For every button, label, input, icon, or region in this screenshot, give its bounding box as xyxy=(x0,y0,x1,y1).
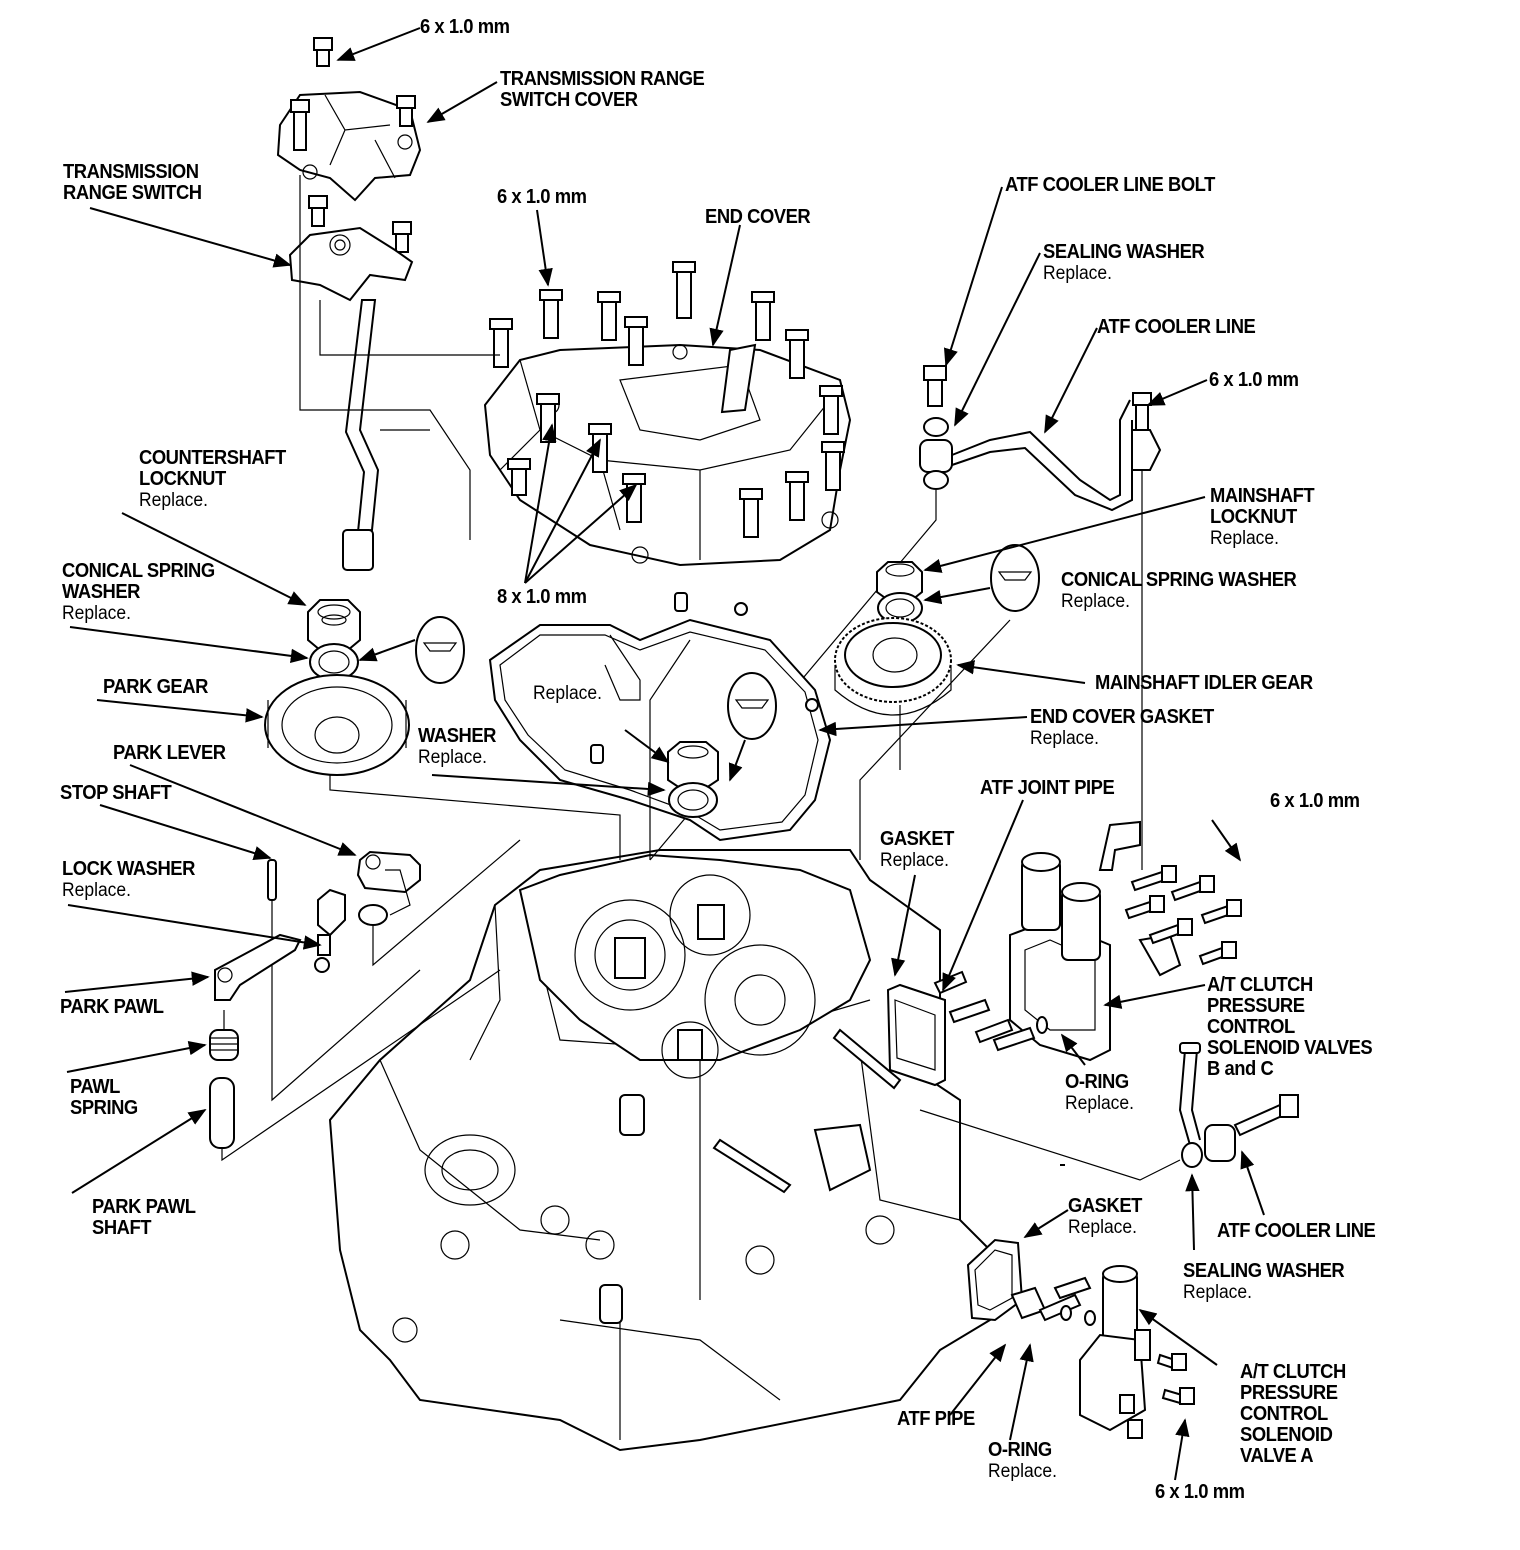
bolt-icon xyxy=(308,195,328,227)
conical-washer-detail-icon xyxy=(990,544,1040,612)
label-range-switch-cover: TRANSMISSION RANGE SWITCH COVER xyxy=(500,68,705,111)
bolt-icon xyxy=(313,37,333,67)
label-park-gear: PARK GEAR xyxy=(103,676,208,698)
bolt-icon xyxy=(624,316,648,366)
label-bolt-end-cover: 6 x 1.0 mm xyxy=(497,186,587,208)
label-washer: WASHER Replace. xyxy=(418,725,497,769)
park-mechanism xyxy=(209,839,521,1162)
bolt-icon xyxy=(923,365,947,407)
label-countershaft-locknut: COUNTERSHAFT LOCKNUT Replace. xyxy=(139,447,286,512)
label-range-switch: TRANSMISSION RANGE SWITCH xyxy=(63,161,202,204)
bolt-icon xyxy=(672,261,696,319)
bolt-icon xyxy=(539,289,563,339)
label-sealing-washer-top: SEALING WASHER Replace. xyxy=(1043,241,1205,285)
label-solenoid-bc: A/T CLUTCH PRESSURE CONTROL SOLENOID VAL… xyxy=(1207,974,1373,1080)
bolt-icon xyxy=(392,221,412,253)
label-atf-pipe: ATF PIPE xyxy=(897,1408,975,1430)
bolt-icon xyxy=(1198,941,1237,966)
bolt-icon xyxy=(507,458,531,496)
end-cover-gasket xyxy=(488,592,832,860)
label-conical-spring-washer-right: CONICAL SPRING WASHER Replace. xyxy=(1061,569,1297,613)
solenoid-bc-assembly xyxy=(886,820,1242,1087)
solenoid-icon xyxy=(1102,1265,1138,1343)
label-stop-shaft: STOP SHAFT xyxy=(60,782,172,804)
label-park-pawl-shaft: PARK PAWL SHAFT xyxy=(92,1196,196,1239)
bolt-icon xyxy=(1200,899,1242,925)
label-o-ring-lower: O-RING Replace. xyxy=(988,1439,1057,1483)
gear-icon xyxy=(834,617,952,716)
bolt-icon xyxy=(739,488,763,538)
transmission-range-switch-assembly xyxy=(276,37,500,571)
label-atf-cooler-line-bottom: ATF COOLER LINE xyxy=(1217,1220,1376,1242)
solenoid-icon xyxy=(1021,852,1101,961)
label-pawl-spring: PAWL SPRING xyxy=(70,1076,138,1119)
transmission-case xyxy=(328,849,1002,1452)
bolt-icon xyxy=(821,441,845,491)
label-gasket-lower: GASKET Replace. xyxy=(1068,1195,1142,1239)
label-atf-cooler-line-bolt: ATF COOLER LINE BOLT xyxy=(1005,174,1215,196)
bolt-icon xyxy=(1156,1353,1187,1371)
label-bolt-solenoid-bc: 6 x 1.0 mm xyxy=(1270,790,1360,812)
bolt-icon xyxy=(1127,1419,1143,1439)
bolt-icon xyxy=(785,329,809,379)
label-bolt-top: 6 x 1.0 mm xyxy=(420,16,510,38)
label-park-lever: PARK LEVER xyxy=(113,742,226,764)
label-atf-joint-pipe: ATF JOINT PIPE xyxy=(980,777,1115,799)
bolt-icon xyxy=(1161,1387,1195,1405)
label-bolt-cooler: 6 x 1.0 mm xyxy=(1209,369,1299,391)
label-end-cover-gasket: END COVER GASKET Replace. xyxy=(1030,706,1214,750)
label-mainshaft-locknut: MAINSHAFT LOCKNUT Replace. xyxy=(1210,485,1315,550)
locknut-icon xyxy=(667,741,719,789)
locknut-icon xyxy=(307,599,361,651)
atf-cooler-line-assembly xyxy=(649,365,1162,870)
end-cover-bolts xyxy=(489,261,845,538)
bolt-icon xyxy=(622,473,646,523)
label-sealing-washer-bottom: SEALING WASHER Replace. xyxy=(1183,1260,1345,1304)
bolt-icon xyxy=(1130,865,1177,892)
label-atf-cooler-line-top: ATF COOLER LINE xyxy=(1097,316,1256,338)
bolt-icon xyxy=(751,291,775,341)
label-replace-center: Replace. xyxy=(533,683,602,704)
bolt-icon xyxy=(1119,1394,1135,1414)
label-lock-washer: LOCK WASHER Replace. xyxy=(62,858,195,902)
conical-washer-detail-icon xyxy=(415,616,465,684)
label-end-cover: END COVER xyxy=(705,206,811,228)
label-o-ring-upper: O-RING Replace. xyxy=(1065,1071,1134,1115)
label-solenoid-a: A/T CLUTCH PRESSURE CONTROL SOLENOID VAL… xyxy=(1240,1361,1346,1467)
label-park-pawl: PARK PAWL xyxy=(60,996,164,1018)
label-gasket-upper: GASKET Replace. xyxy=(880,828,954,872)
conical-washer-detail-icon xyxy=(727,672,777,740)
leader-lines xyxy=(64,27,1265,1481)
bolt-icon xyxy=(597,291,621,341)
bolt-icon xyxy=(489,318,513,368)
bolt-icon xyxy=(588,423,612,473)
bolt-icon xyxy=(396,95,416,127)
countershaft-stack xyxy=(264,599,621,860)
bolt-icon xyxy=(1148,918,1193,945)
bolt-icon xyxy=(785,471,809,521)
bolt-icon xyxy=(1170,875,1215,902)
solenoid-a-assembly xyxy=(966,1238,1195,1439)
atf-cooler-line-lower xyxy=(919,1042,1299,1181)
label-conical-spring-washer-left: CONICAL SPRING WASHER Replace. xyxy=(62,560,215,625)
bolt-icon xyxy=(819,385,843,435)
label-bolt-8mm: 8 x 1.0 mm xyxy=(497,586,587,608)
label-bolt-solenoid-a: 6 x 1.0 mm xyxy=(1155,1481,1245,1503)
mainshaft-stack xyxy=(834,544,1040,860)
bolt-icon xyxy=(1233,1094,1299,1137)
park-gear-icon xyxy=(264,674,410,776)
bolt-icon xyxy=(536,393,560,443)
bolt-icon xyxy=(1124,895,1165,920)
pawl-spring-icon xyxy=(209,1010,239,1061)
label-mainshaft-idler-gear: MAINSHAFT IDLER GEAR xyxy=(1095,672,1313,694)
bolt-icon xyxy=(290,99,310,151)
locknut-icon xyxy=(876,561,923,601)
